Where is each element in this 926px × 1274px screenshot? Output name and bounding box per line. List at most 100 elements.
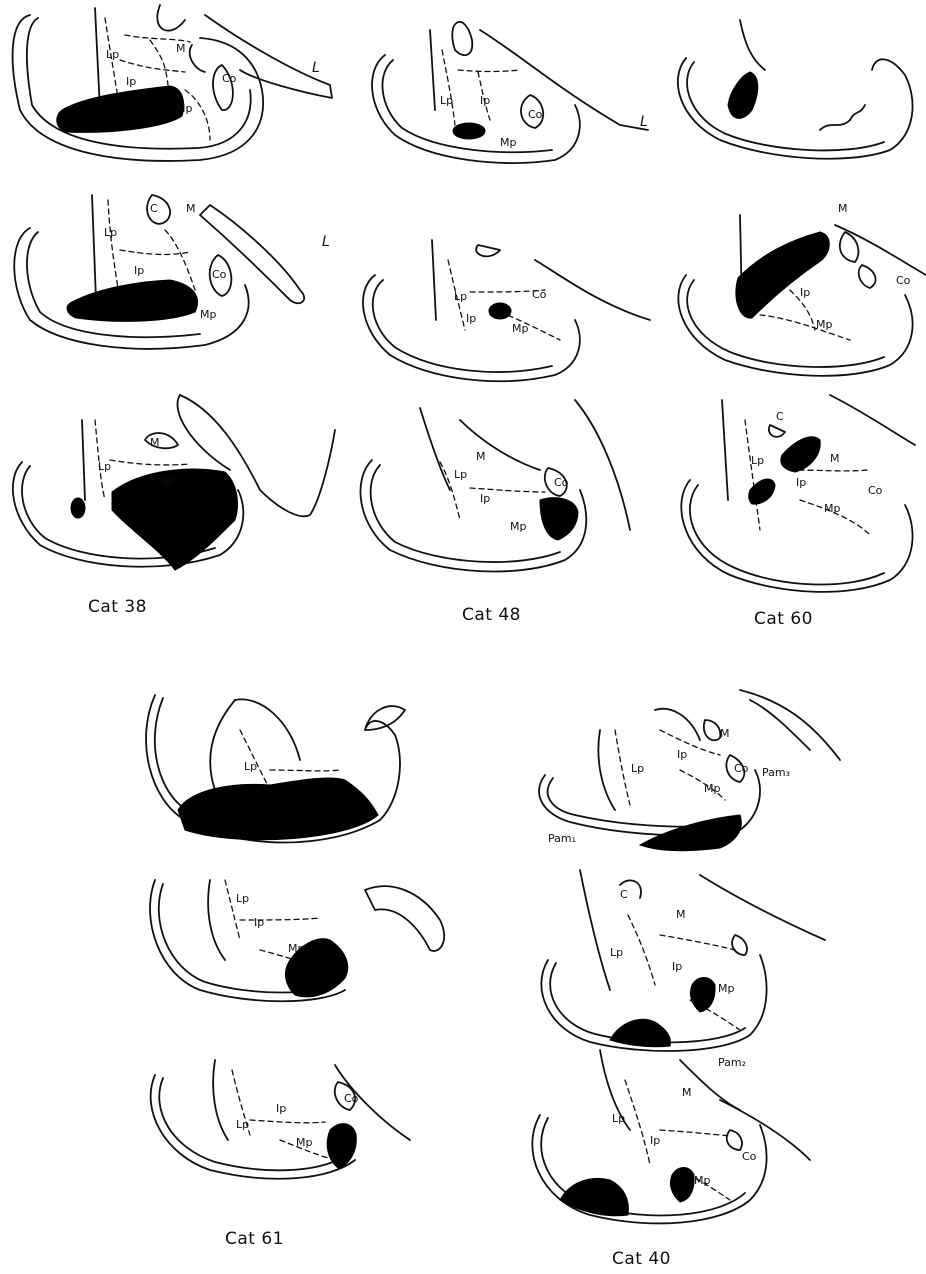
label-lp: Lp bbox=[98, 460, 111, 473]
label-lp: Lp bbox=[244, 760, 257, 773]
label-mp: Mp bbox=[500, 136, 516, 149]
cat38-lesion-1 bbox=[57, 86, 184, 132]
label-ip: Ip bbox=[480, 94, 490, 107]
label-m: M bbox=[682, 1086, 692, 1099]
cat48-section-2: Lp Ip Mp Co bbox=[363, 240, 650, 381]
label-m: M bbox=[150, 436, 160, 449]
cat60-section-2: M Ip Mp Co bbox=[678, 202, 926, 376]
cat60-section-3: C Lp M Ip Mp Co bbox=[681, 395, 915, 592]
label-c: C bbox=[620, 888, 628, 901]
caption-cat48: Cat 48 bbox=[462, 605, 521, 625]
label-mp: Mp bbox=[512, 322, 528, 335]
cat48-lesion-3 bbox=[540, 498, 578, 540]
label-mp: Mp bbox=[824, 502, 840, 515]
label-co: Co bbox=[896, 274, 911, 287]
cat60-lesion-3b bbox=[749, 479, 775, 504]
label-lp: Lp bbox=[631, 762, 644, 775]
label-co: Co bbox=[868, 484, 883, 497]
label-lp: Lp bbox=[104, 226, 117, 239]
caption-cat60: Cat 60 bbox=[754, 609, 813, 629]
label-lp: Lp bbox=[454, 290, 467, 303]
label-m: M bbox=[830, 452, 840, 465]
label-mp: Mp bbox=[510, 520, 526, 533]
label-lp: Lp bbox=[236, 1118, 249, 1131]
cat61-section-3: Ip Lp Mp Co bbox=[151, 1060, 410, 1179]
label-ip: Ip bbox=[677, 748, 687, 761]
cat48-lesion-1 bbox=[453, 123, 485, 139]
label-ip: Ip bbox=[650, 1134, 660, 1147]
label-co: Co bbox=[344, 1092, 359, 1105]
cat38-section-1: Lp Ip Mp M Co L bbox=[13, 5, 332, 161]
label-m: M bbox=[676, 908, 686, 921]
cat48-section-1: Lp Ip Mp Co L bbox=[372, 22, 648, 163]
label-lp: Lp bbox=[454, 468, 467, 481]
cat38-column: Lp Ip Mp M Co L C Lp Ip M Co Mp L bbox=[13, 5, 335, 617]
label-m: M bbox=[176, 42, 186, 55]
label-pam2: Pam₂ bbox=[718, 1056, 746, 1069]
cat60-lesion-3a bbox=[781, 437, 820, 472]
label-mp: Mp bbox=[288, 942, 304, 955]
label-co: Co bbox=[554, 476, 569, 489]
caption-cat38: Cat 38 bbox=[88, 597, 147, 617]
label-lp: Lp bbox=[612, 1112, 625, 1125]
label-mp: Mp bbox=[694, 1174, 710, 1187]
cat38-section-3: M Lp Ip bbox=[13, 395, 335, 570]
cat40-lesion-2a bbox=[690, 978, 715, 1013]
caption-cat61: Cat 61 bbox=[225, 1229, 284, 1249]
label-ip: Ip bbox=[466, 312, 476, 325]
cat60-column: M Ip Mp Co C Lp M Ip Mp Co Cat 60 bbox=[678, 20, 926, 629]
cat48-column: Lp Ip Mp Co L Lp Ip Mp Co bbox=[360, 22, 650, 625]
label-co: Co bbox=[528, 108, 543, 121]
cat61-column: Lp Lp Ip Mp Ip Lp Mp bbox=[146, 695, 444, 1249]
label-mp: Mp bbox=[200, 308, 216, 321]
label-co: Co bbox=[532, 288, 547, 301]
label-mp: Mp bbox=[704, 782, 720, 795]
label-co: Co bbox=[734, 762, 749, 775]
label-ip: Ip bbox=[672, 960, 682, 973]
label-c: C bbox=[150, 202, 158, 215]
cat48-lesion-2 bbox=[489, 303, 511, 319]
label-m: M bbox=[476, 450, 486, 463]
label-ip: Ip bbox=[162, 474, 172, 487]
cat61-section-2: Lp Ip Mp bbox=[150, 880, 444, 1001]
label-co: Co bbox=[212, 268, 227, 281]
label-co: Co bbox=[222, 72, 237, 85]
cat40-section-2: C M Lp Ip Mp Pam₂ bbox=[541, 870, 825, 1069]
label-lp: Lp bbox=[751, 454, 764, 467]
label-ip: Ip bbox=[796, 476, 806, 489]
cat40-column: M Lp Ip Mp Co Pam₃ Pam₁ C M Lp Ip Mp Pam… bbox=[532, 690, 840, 1269]
label-ip: Ip bbox=[134, 264, 144, 277]
cat40-lesion-2b bbox=[610, 1019, 670, 1046]
label-mp: Mp bbox=[296, 1136, 312, 1149]
label-c: C bbox=[776, 410, 784, 423]
cat61-section-1: Lp bbox=[146, 695, 405, 843]
label-lp: Lp bbox=[440, 94, 453, 107]
label-lp: Lp bbox=[610, 946, 623, 959]
cat40-lesion-3a bbox=[670, 1168, 694, 1203]
label-mp: Mp bbox=[816, 318, 832, 331]
label-mp: Mp bbox=[176, 102, 192, 115]
label-ip: Ip bbox=[126, 75, 136, 88]
label-ip: Ip bbox=[480, 492, 490, 505]
cat40-section-3: Lp M Ip Mp Co bbox=[532, 1050, 810, 1223]
cat48-section-3: M Lp Ip Mp Co bbox=[360, 400, 630, 571]
cat60-lesion-2 bbox=[736, 232, 829, 318]
caption-cat40: Cat 40 bbox=[612, 1249, 671, 1269]
label-lp: Lp bbox=[236, 892, 249, 905]
label-lp: Lp bbox=[106, 48, 119, 61]
label-pam1: Pam₁ bbox=[548, 832, 576, 845]
cat38-lesion-3b bbox=[71, 498, 85, 518]
label-ip: Ip bbox=[276, 1102, 286, 1115]
label-pam3: Pam₃ bbox=[762, 766, 790, 779]
label-mp: Mp bbox=[718, 982, 734, 995]
cat40-lesion-1 bbox=[640, 815, 741, 851]
cat38-lesion-2 bbox=[67, 280, 198, 321]
label-l: L bbox=[640, 114, 648, 130]
label-co: Co bbox=[742, 1150, 757, 1163]
label-m: M bbox=[838, 202, 848, 215]
label-l: L bbox=[312, 60, 320, 76]
cat61-lesion-1 bbox=[178, 778, 378, 840]
cat60-section-1 bbox=[678, 20, 913, 159]
label-l: L bbox=[322, 234, 330, 250]
